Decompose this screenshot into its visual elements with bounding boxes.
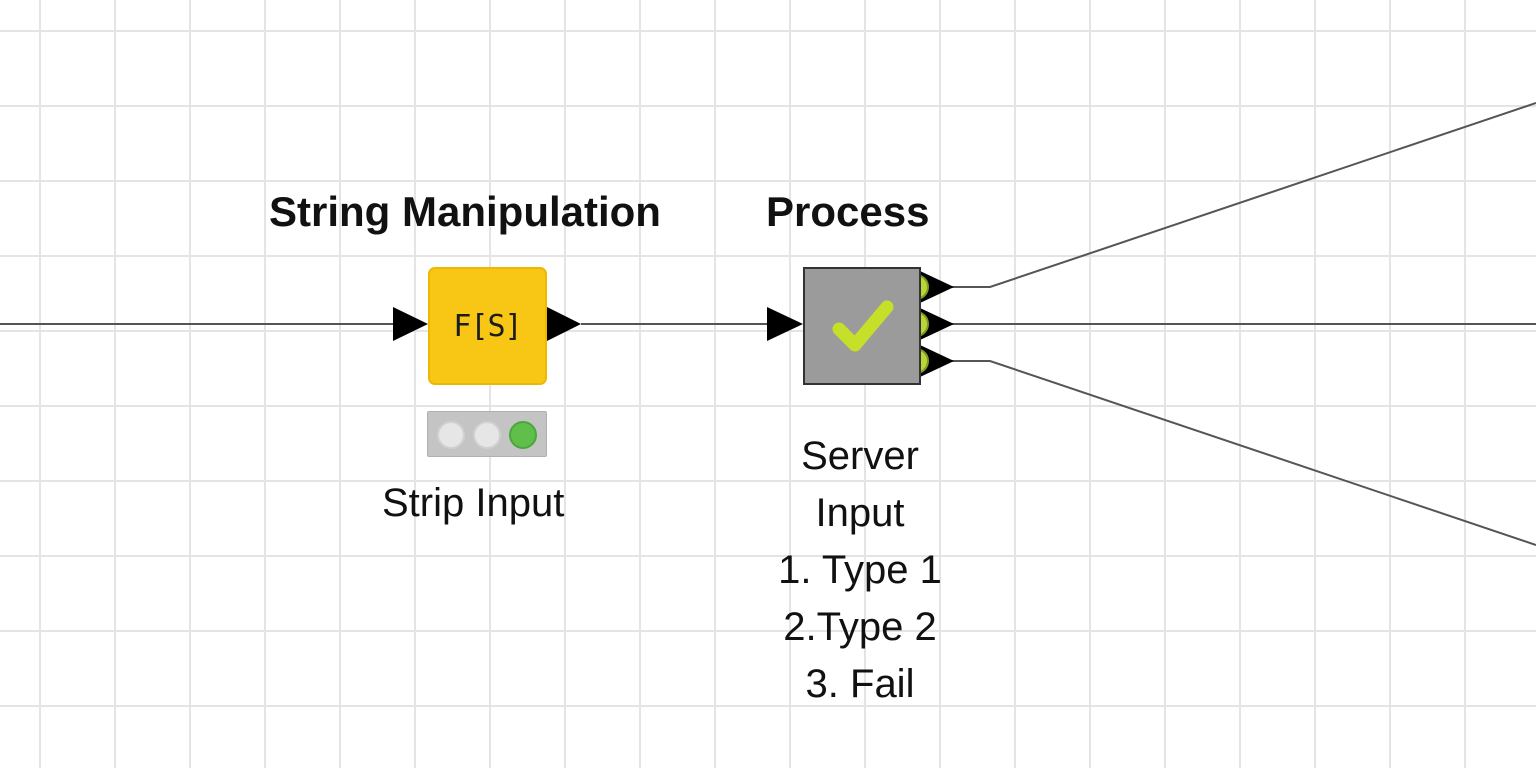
- status-light-yellow-off: [473, 421, 501, 449]
- string-manipulation-node[interactable]: F[S]: [428, 267, 547, 385]
- status-light-red-off: [437, 421, 465, 449]
- checkmark-icon: [832, 300, 894, 352]
- sm-output-port[interactable]: [547, 307, 581, 341]
- process-label[interactable]: Server Input 1. Type 1 2.Type 2 3. Fail: [760, 428, 960, 713]
- connection-out-1[interactable]: [950, 102, 1536, 288]
- process-output-port-2-arrow[interactable]: [920, 308, 954, 340]
- process-label-line: 1. Type 1: [778, 548, 942, 592]
- process-label-line: 2.Type 2: [783, 605, 937, 649]
- process-output-port-1-arrow[interactable]: [920, 271, 954, 303]
- status-light-green-on: [509, 421, 537, 449]
- string-manipulation-icon: F[S]: [453, 308, 522, 344]
- string-manipulation-title[interactable]: String Manipulation: [269, 188, 661, 235]
- connection-out-3[interactable]: [950, 360, 1536, 546]
- node-status-indicator: [427, 411, 547, 457]
- string-manipulation-label[interactable]: Strip Input: [382, 481, 565, 525]
- sm-input-port[interactable]: [393, 307, 428, 341]
- process-input-port[interactable]: [767, 307, 803, 341]
- process-label-line: Input: [815, 491, 905, 535]
- process-label-line: 3. Fail: [805, 662, 915, 706]
- process-output-port-3-arrow[interactable]: [920, 345, 954, 377]
- process-title[interactable]: Process: [766, 188, 930, 235]
- process-label-line: Server: [801, 434, 919, 478]
- process-node[interactable]: [803, 267, 921, 385]
